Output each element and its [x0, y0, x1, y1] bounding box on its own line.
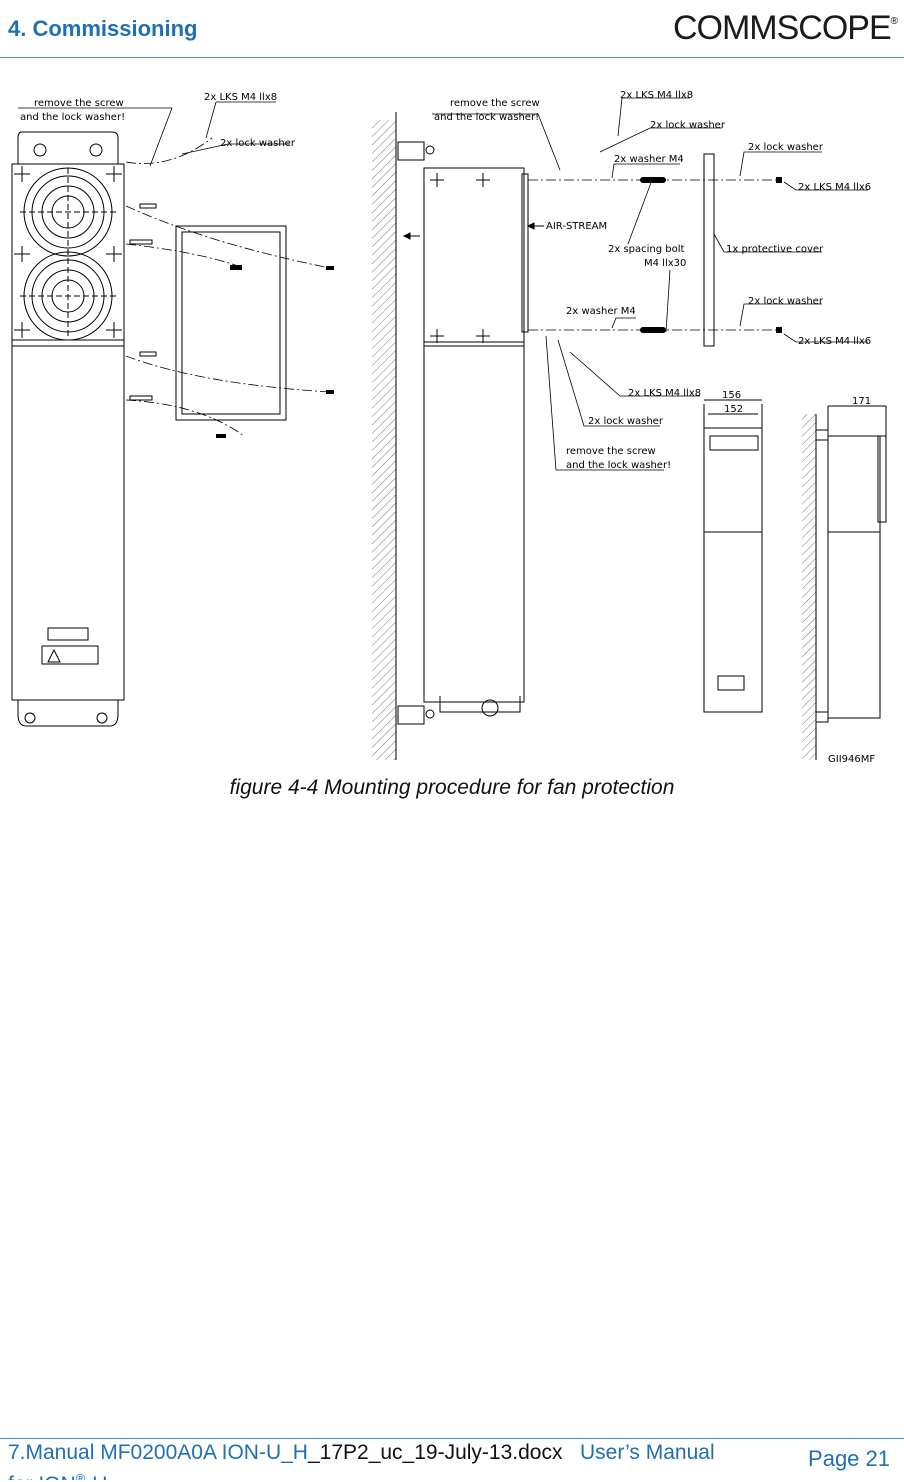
label-lks-m4x8-1: 2x LKS M4 llx8	[204, 92, 277, 103]
label-lock-washer-4: 2x lock washer	[748, 296, 824, 307]
bolts-side	[640, 177, 782, 333]
side-view-unit	[397, 141, 529, 725]
label-remove-screw-2b: and the lock washer!	[434, 112, 539, 123]
mounting-figure: remove the screw and the lock washer! 2x…	[0, 84, 904, 764]
label-washer-m4-1: 2x washer M4	[614, 154, 684, 165]
technical-drawing: remove the screw and the lock washer! 2x…	[11, 90, 887, 764]
figure-caption: figure 4-4 Mounting procedure for fan pr…	[229, 776, 675, 799]
label-remove-screw-3b: and the lock washer!	[566, 460, 671, 471]
label-lks-m4x6-2: 2x LKS M4 llx6	[798, 336, 871, 347]
label-lks-m4x8-3: 2x LKS M4 llx8	[628, 388, 701, 399]
page-number: Page 21	[808, 1446, 890, 1471]
footer-divider	[0, 1438, 904, 1439]
label-spacing-bolt-1: 2x spacing bolt	[608, 244, 685, 255]
label-remove-screw-3a: remove the screw	[566, 446, 656, 457]
footer-doc-part-1: 7.Manual MF0200A0A ION-U_H	[8, 1441, 308, 1464]
label-washer-m4-2: 2x washer M4	[566, 306, 636, 317]
label-lock-washer-2: 2x lock washer	[650, 120, 726, 131]
commscope-logo: COMMSCOPE ®	[672, 8, 898, 47]
protective-cover-side	[703, 153, 715, 347]
page-header: 4. Commissioning COMMSCOPE ®	[0, 0, 904, 58]
front-view-unit	[11, 131, 125, 727]
assembly-paths-front	[125, 137, 331, 437]
label-drawing-id: GII946MF	[828, 754, 875, 764]
protective-cover-front	[175, 225, 287, 421]
footer-doc-part-2: _17P2_uc_19-July-13.docx	[307, 1441, 563, 1464]
wall-hatch-right	[802, 414, 817, 760]
label-dim-156: 156	[722, 390, 741, 401]
leaders-side	[432, 97, 868, 471]
footer-doc-part-3: User’s Manual for ION	[8, 1441, 715, 1480]
air-stream-arrow	[402, 222, 544, 240]
label-air-stream: AIR-STREAM	[546, 221, 607, 232]
label-lock-washer-1: 2x lock washer	[220, 138, 296, 149]
label-lock-washer-3: 2x lock washer	[748, 142, 824, 153]
logo-registered-mark: ®	[890, 15, 898, 27]
label-remove-screw-1a: remove the screw	[34, 98, 124, 109]
small-front-view	[703, 399, 763, 713]
footer-registered-mark: ®	[75, 1471, 86, 1480]
side-view-crosses	[430, 173, 490, 343]
wall-hatch-middle	[372, 112, 397, 760]
screws-front	[129, 203, 334, 438]
logo-text: COMMSCOPE	[672, 8, 892, 47]
label-lks-m4x6-1: 2x LKS M4 llx6	[798, 182, 871, 193]
front-view-crosses	[14, 166, 122, 338]
label-lks-m4x8-2: 2x LKS M4 llx8	[620, 90, 693, 101]
section-title: 4. Commissioning	[8, 16, 198, 41]
label-lock-washer-5: 2x lock washer	[588, 416, 664, 427]
label-remove-screw-1b: and the lock washer!	[20, 112, 125, 123]
leaders-front	[18, 101, 290, 167]
label-protective-cover: 1x protective cover	[726, 244, 824, 255]
footer-document-name: 7.Manual MF0200A0A ION-U_H_17P2_uc_19-Ju…	[8, 1440, 728, 1480]
label-remove-screw-2a: remove the screw	[450, 98, 540, 109]
label-dim-171: 171	[852, 396, 871, 407]
small-side-view	[815, 405, 887, 723]
label-spacing-bolt-2: M4 llx30	[644, 258, 686, 269]
footer-doc-part-4: -U	[85, 1473, 107, 1480]
header-divider	[0, 57, 904, 58]
label-dim-152: 152	[724, 404, 743, 415]
